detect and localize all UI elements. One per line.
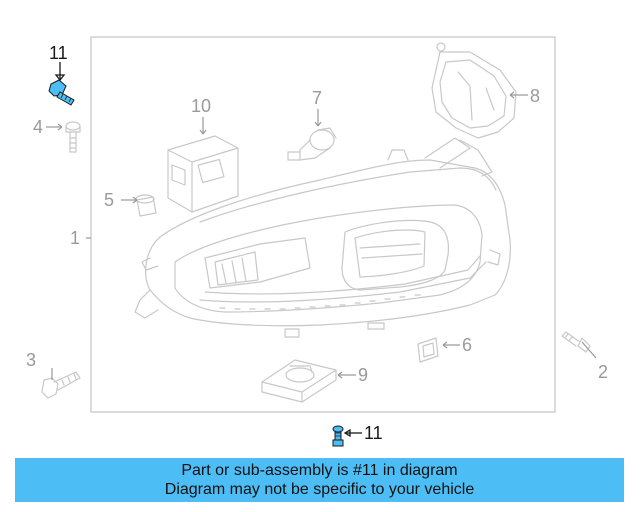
callout-4: 4	[33, 117, 43, 137]
rear-cover[interactable]	[431, 42, 517, 139]
bulb-socket[interactable]	[287, 127, 337, 161]
banner-line-1: Part or sub-assembly is #11 in diagram	[181, 462, 458, 479]
callout-1: 1	[70, 228, 80, 248]
bolt-2[interactable]	[561, 331, 591, 353]
cap[interactable]	[135, 194, 157, 217]
callout-9: 9	[358, 365, 368, 385]
callout-5: 5	[104, 190, 114, 210]
bolt-4[interactable]	[65, 121, 81, 153]
callout-7: 7	[312, 88, 322, 108]
callout-11-bottom: 11	[364, 423, 383, 443]
ballast-module[interactable]	[167, 135, 239, 213]
info-banner: Part or sub-assembly is #11 in diagram D…	[15, 458, 624, 502]
callout-3: 3	[26, 350, 36, 370]
callout-6: 6	[462, 335, 472, 355]
bolt-11-bottom[interactable]	[332, 425, 344, 447]
callout-10: 10	[191, 96, 211, 116]
banner-line-2: Diagram may not be specific to your vehi…	[164, 481, 475, 498]
bolt-3[interactable]	[41, 371, 81, 399]
control-module[interactable]	[261, 359, 337, 403]
callout-2: 2	[598, 362, 608, 382]
callout-8: 8	[530, 86, 540, 106]
clip[interactable]	[417, 337, 439, 363]
callout-11-top: 11	[49, 43, 68, 63]
bolt-11-top[interactable]	[48, 79, 75, 106]
assembly-frame	[90, 36, 556, 413]
headlamp-assembly[interactable]	[134, 137, 511, 338]
